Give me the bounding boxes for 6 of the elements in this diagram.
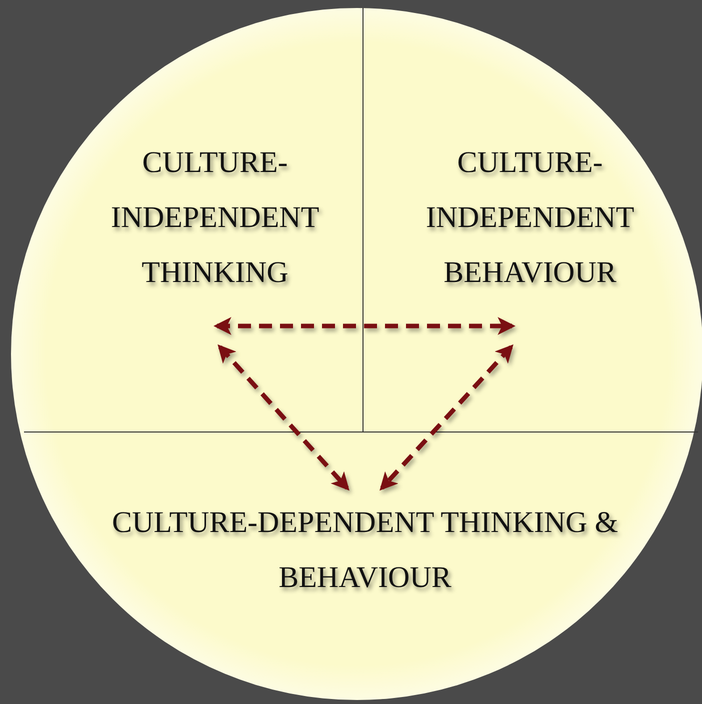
dashed-arrow xyxy=(213,317,516,335)
quadrant-label: CULTURE-DEPENDENT THINKING & BEHAVIOUR xyxy=(110,505,620,596)
dashed-arrow xyxy=(380,344,514,491)
quadrant-label: CULTURE-INDEPENDENT THINKING xyxy=(110,145,320,291)
quadrant-label: CULTURE-INDEPENDENT BEHAVIOUR xyxy=(424,145,636,291)
dashed-arrow xyxy=(218,344,350,491)
